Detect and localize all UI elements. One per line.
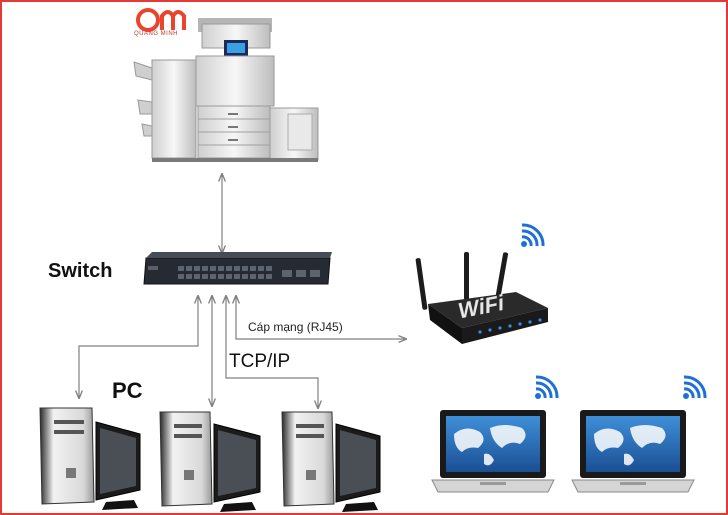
switch-icon: [143, 252, 332, 285]
laptop-icon: [431, 410, 555, 493]
printer-icon: [133, 18, 319, 162]
company-logo: [136, 8, 186, 32]
connection-lines: [79, 174, 406, 408]
wifi-signal-icon: [683, 375, 707, 399]
desktop-computer-icon: [159, 411, 261, 512]
switch-label: Switch: [48, 260, 113, 282]
wifi-router-icon: [415, 252, 548, 344]
desktop-computer-icon: [39, 407, 141, 510]
pc-label: PC: [112, 378, 143, 403]
switch-router-link: [236, 296, 406, 339]
logo-text: QUANG MINH: [134, 31, 178, 37]
cable-label: Cáp mạng (RJ45): [248, 320, 343, 334]
wifi-signal-icon: [521, 223, 545, 247]
switch-pc3-link: [226, 296, 318, 408]
switch-pc1-link: [79, 296, 198, 398]
protocol-label: TCP/IP: [229, 351, 291, 372]
desktop-computer-icon: [281, 411, 381, 512]
laptop-icon: [571, 410, 695, 493]
wifi-signal-icon: [535, 375, 559, 399]
